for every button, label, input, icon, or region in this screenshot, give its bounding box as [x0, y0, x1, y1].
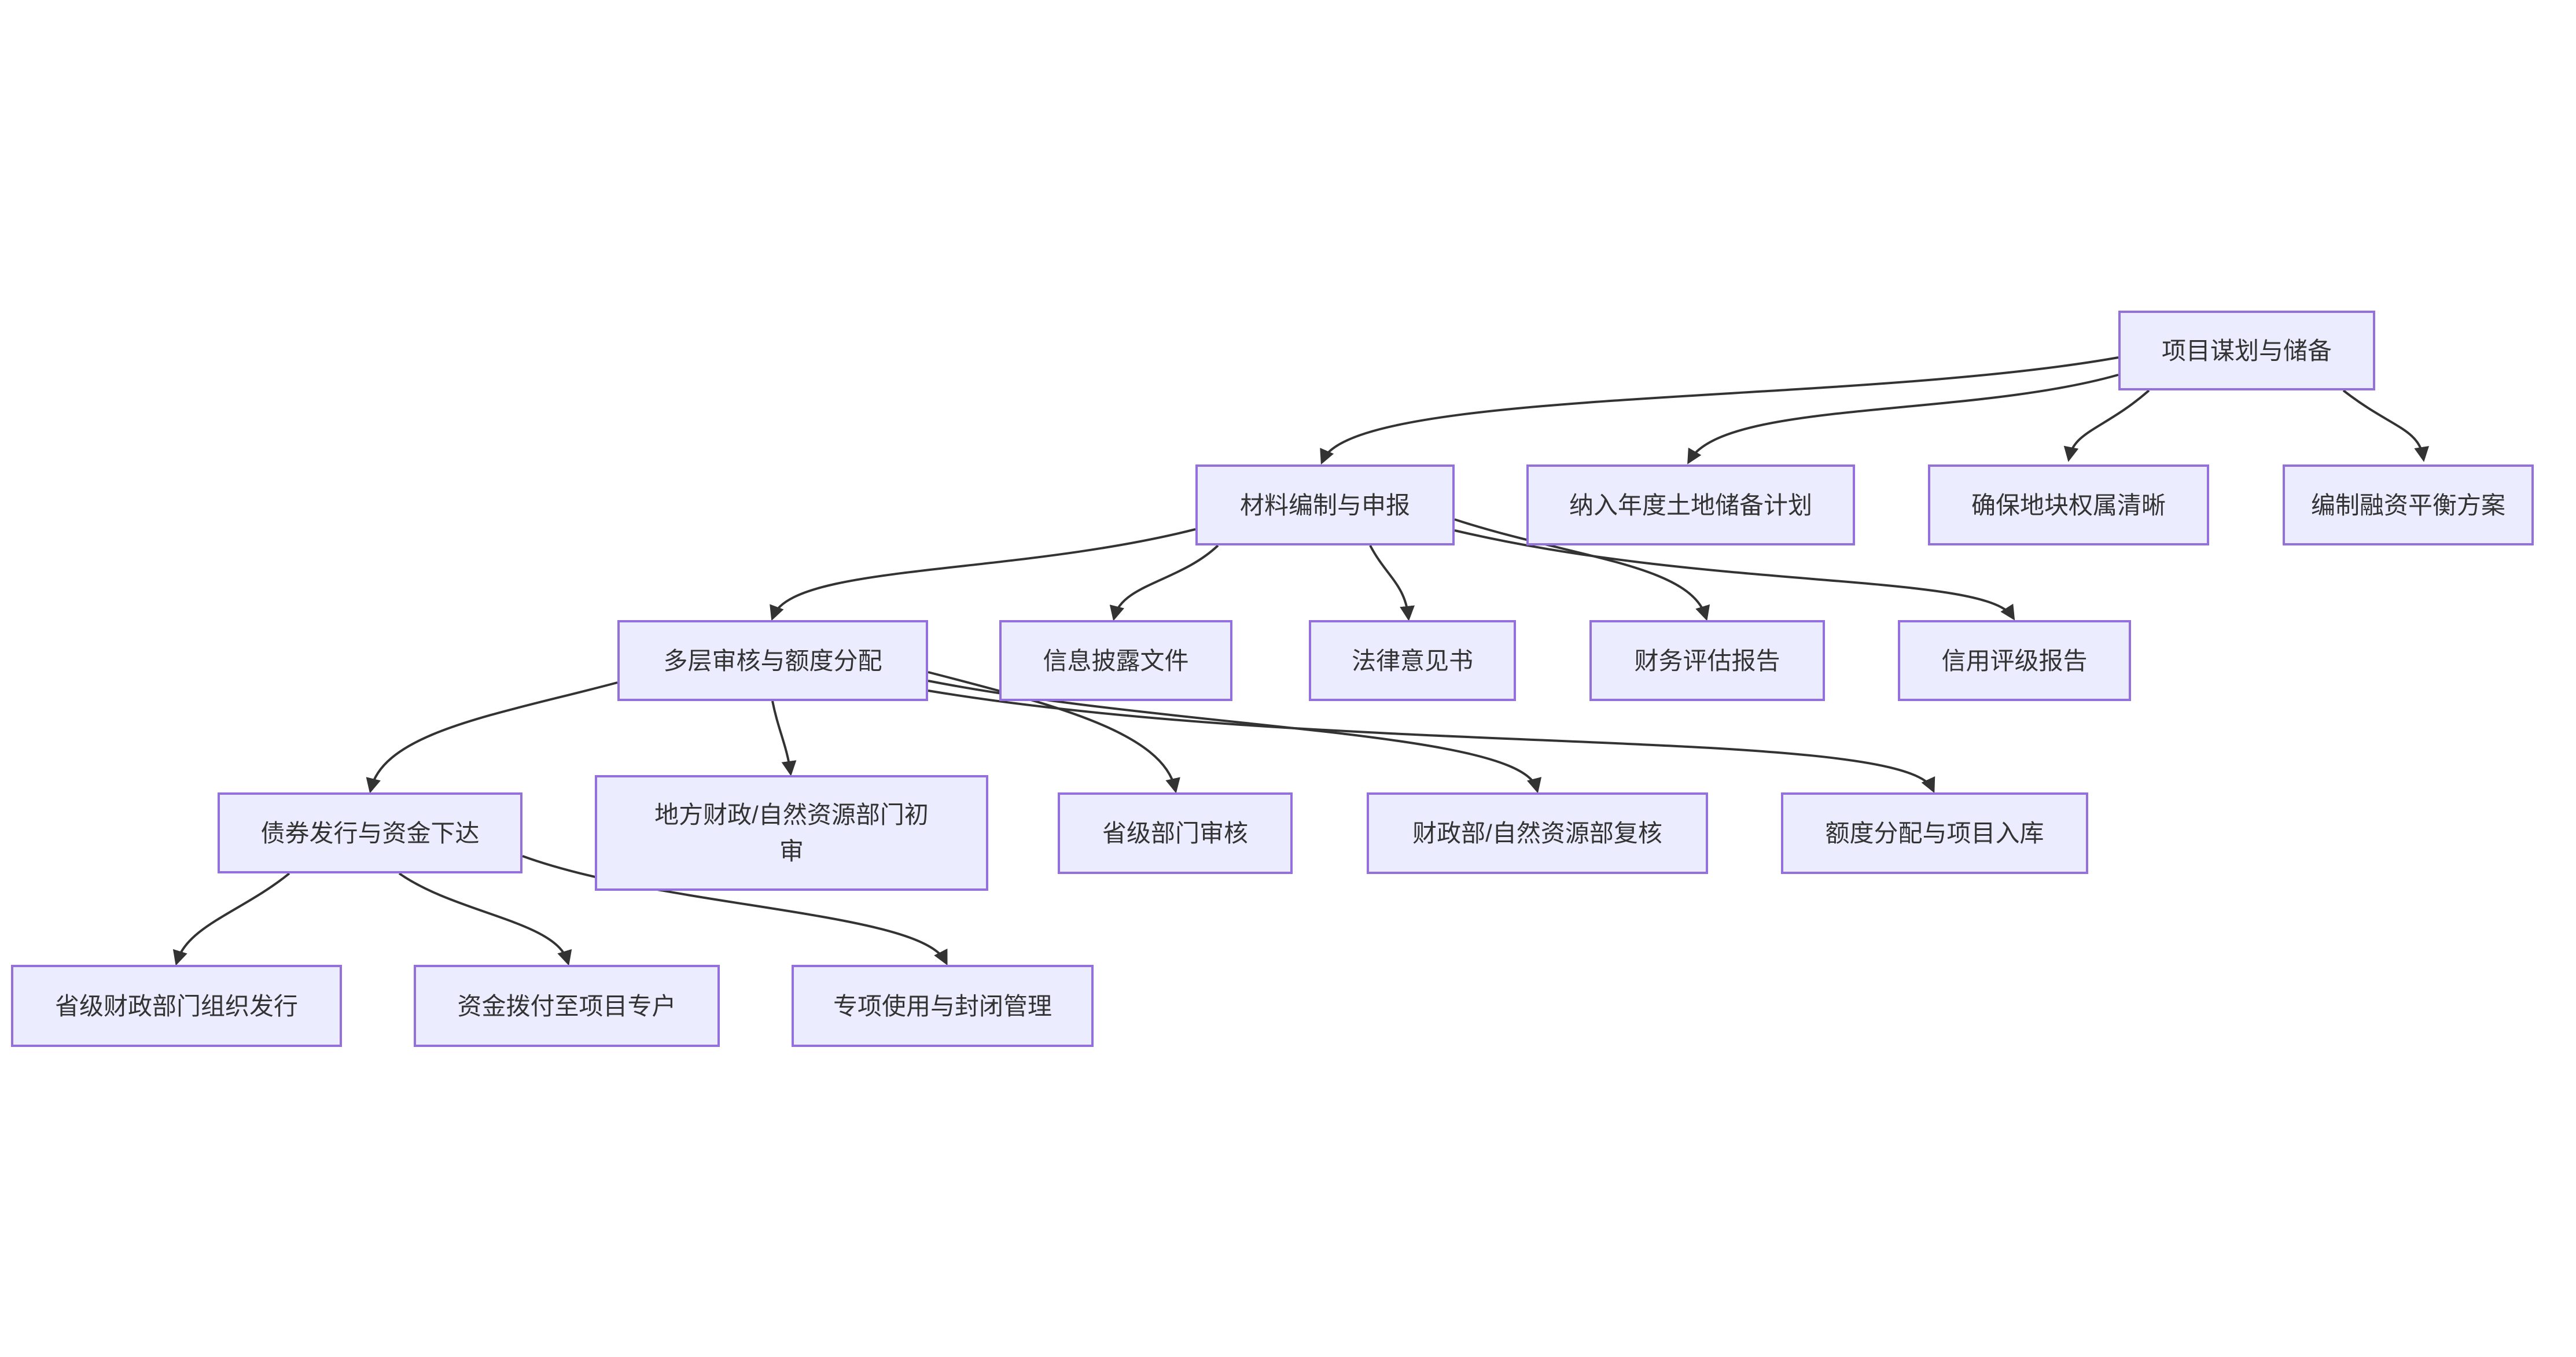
node-label: 省级财政部门组织发行: [54, 992, 298, 1020]
edge-project-planning-to-annual-land-reserve: [1687, 374, 2119, 464]
node-label: 财务评估报告: [1634, 647, 1780, 674]
node-bond-issuance-funds: 债券发行与资金下达: [218, 792, 522, 873]
node-credit-rating-report: 信用评级报告: [1898, 620, 2131, 701]
edge-material-preparation-to-credit-rating: [1454, 529, 2015, 621]
edge-material-preparation-to-multi-level-review: [770, 528, 1196, 621]
node-ministry-recheck: 财政部/自然资源部复核: [1367, 792, 1708, 874]
node-land-ownership-clarity: 确保地块权属清晰: [1928, 464, 2209, 545]
node-label: 编制融资平衡方案: [2310, 491, 2505, 519]
node-label: 法律意见书: [1351, 647, 1473, 674]
node-label: 多层审核与额度分配: [663, 647, 882, 674]
edge-multi-level-review-to-quota-allocation: [928, 689, 1935, 794]
node-provincial-finance-org-issuance: 省级财政部门组织发行: [11, 965, 342, 1047]
node-local-finance-initial-review: 地方财政/自然资源部门初 审: [595, 775, 988, 891]
edge-material-preparation-to-financial-evaluation: [1454, 518, 1710, 621]
edge-project-planning-to-land-ownership: [2063, 389, 2150, 462]
node-label: 资金拨付至项目专户: [457, 992, 676, 1020]
node-label: 财政部/自然资源部复核: [1412, 820, 1662, 847]
node-quota-allocation-project-entry: 额度分配与项目入库: [1781, 792, 2088, 874]
edge-bond-issuance-to-provincial-finance-issuance: [172, 872, 290, 966]
node-material-preparation-declaration: 材料编制与申报: [1195, 464, 1455, 545]
node-provincial-dept-review: 省级部门审核: [1058, 792, 1293, 874]
node-label: 纳入年度土地储备计划: [1569, 491, 1812, 519]
node-financial-evaluation-report: 财务评估报告: [1589, 620, 1825, 701]
node-multi-level-review-quota: 多层审核与额度分配: [617, 620, 928, 701]
edge-project-planning-to-material-preparation: [1320, 356, 2119, 465]
edge-multi-level-review-to-bond-issuance: [366, 681, 618, 794]
edge-project-planning-to-financing-balance: [2342, 389, 2430, 462]
node-special-use-closed-management: 专项使用与封闭管理: [792, 965, 1094, 1047]
edge-material-preparation-to-legal-opinion: [1369, 545, 1415, 621]
node-label: 材料编制与申报: [1239, 491, 1410, 519]
node-information-disclosure-docs: 信息披露文件: [999, 620, 1232, 701]
node-label: 额度分配与项目入库: [1825, 820, 2044, 847]
node-label: 信用评级报告: [1941, 647, 2088, 674]
node-label: 地方财政/自然资源部门初 审: [654, 801, 929, 865]
edge-bond-issuance-to-special-use: [522, 855, 948, 965]
edge-material-preparation-to-information-disclosure: [1109, 544, 1219, 621]
edge-multi-level-review-to-provincial-dept-review: [928, 671, 1180, 794]
node-label: 省级部门审核: [1102, 820, 1248, 847]
node-label: 专项使用与封闭管理: [833, 992, 1052, 1020]
node-label: 债券发行与资金下达: [260, 819, 480, 847]
node-financing-balance-plan: 编制融资平衡方案: [2283, 464, 2534, 545]
node-label: 项目谋划与储备: [2161, 337, 2332, 364]
node-annual-land-reserve-plan: 纳入年度土地储备计划: [1526, 464, 1855, 545]
node-label: 确保地块权属清晰: [1971, 491, 2166, 519]
edge-multi-level-review-to-local-initial-review: [771, 700, 797, 776]
edge-bond-issuance-to-fund-transfer: [398, 872, 572, 966]
node-fund-transfer-project-account: 资金拨付至项目专户: [414, 965, 720, 1047]
node-label: 信息披露文件: [1043, 647, 1189, 674]
node-legal-opinion: 法律意见书: [1309, 620, 1516, 701]
node-project-planning-reserve: 项目谋划与储备: [2118, 311, 2375, 390]
